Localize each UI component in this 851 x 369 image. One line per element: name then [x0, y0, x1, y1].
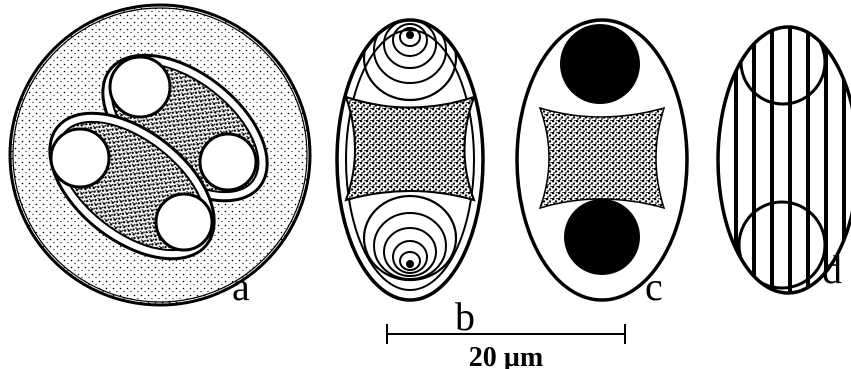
panel-d-label: d: [822, 247, 842, 292]
panel-a-label: a: [232, 264, 250, 309]
panel-a-polar-capsule: [51, 129, 109, 187]
panel-a-polar-capsule: [156, 194, 212, 250]
panel-b-spore: b: [337, 16, 483, 339]
panel-a-polar-capsule: [200, 134, 256, 190]
panel-c-polar-capsule-bottom: [564, 199, 640, 275]
panel-a-polar-capsule: [110, 57, 170, 117]
panel-c-spore: c: [517, 20, 687, 309]
panel-c-polar-capsule-top: [560, 24, 640, 104]
panel-a-cyst: a: [10, 5, 310, 309]
panel-c-label: c: [645, 264, 663, 309]
scale-bar: 20 µm: [387, 324, 625, 369]
panel-c-sporoplasm: [540, 108, 664, 208]
panel-d-spore: d: [718, 15, 851, 305]
scale-bar-label: 20 µm: [469, 342, 543, 369]
panel-b-label: b: [455, 294, 475, 339]
panel-b-sporoplasm: [346, 97, 474, 200]
